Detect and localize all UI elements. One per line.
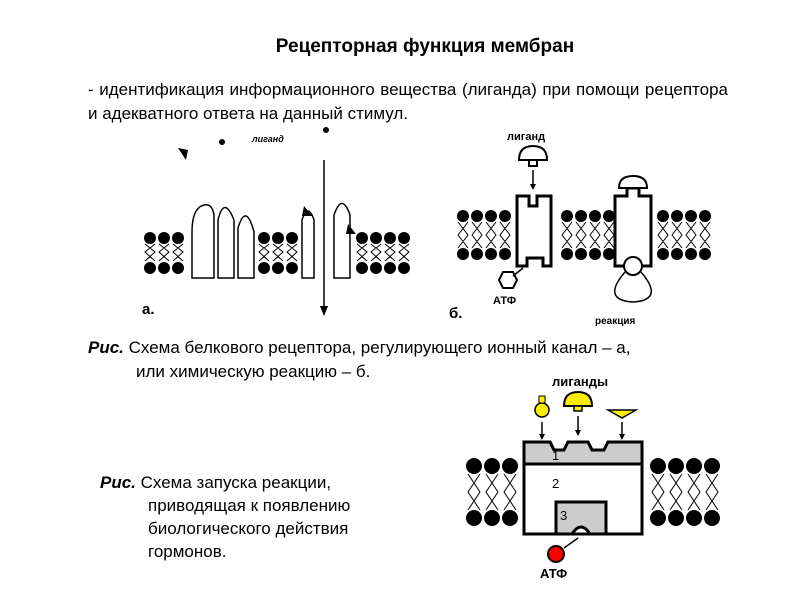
- receptor-subunit: [217, 206, 235, 279]
- subunit-number-1: 1: [552, 448, 559, 463]
- ligand-shape: [323, 127, 329, 133]
- arrow-head-icon: [530, 184, 536, 190]
- definition-text: - идентификация информационного вещества…: [88, 80, 728, 123]
- caption-prefix: Рис.: [88, 338, 124, 357]
- caption-line-1: Схема белкового рецептора, регулирующего…: [123, 338, 631, 357]
- membrane-left: [144, 232, 184, 274]
- ligand-cap: [562, 390, 594, 407]
- caption-line-2: или химическую реакцию – б.: [136, 362, 371, 381]
- ligands-label: лиганды: [552, 374, 608, 389]
- page-title: Рецепторная функция мембран: [275, 36, 575, 57]
- receptor-subunit-1: [522, 440, 644, 466]
- panel-label-a: а.: [142, 301, 155, 318]
- receptor-protein: [515, 194, 553, 268]
- arrow-head-icon: [575, 430, 581, 436]
- ligand-shape: [617, 174, 649, 189]
- arrow-head-icon: [619, 434, 625, 440]
- receptor-protein-bound: [613, 186, 653, 268]
- figure-caption-1: Рис. Схема белкового рецептора, регулиру…: [88, 336, 728, 384]
- figure-b-reaction-receptor: лиганд АТФ реакция б.: [449, 131, 711, 327]
- atp-label: АТФ: [540, 566, 567, 581]
- ligand-shape: [302, 206, 312, 216]
- panel-label-b: б.: [449, 305, 462, 322]
- atp-label: АТФ: [493, 295, 516, 307]
- membrane: [457, 210, 711, 260]
- caption-line-2: приводящая к появлению: [148, 496, 351, 515]
- receptor-subunit: [301, 210, 315, 279]
- ligand-shape: [517, 144, 549, 161]
- reaction-label: реакция: [595, 316, 636, 327]
- subunit-number-2: 2: [552, 476, 559, 491]
- ligand-shape: [219, 139, 225, 145]
- receptor-subunit-3: [554, 500, 608, 536]
- receptor-subunit: [333, 202, 351, 279]
- ligand-label: лиганд: [507, 131, 545, 143]
- ligand-triangle: [605, 409, 639, 419]
- ligand-shape: [346, 224, 356, 234]
- receptor-subunit: [191, 203, 215, 279]
- figure-a-ion-channel: лиганд а.: [142, 127, 410, 318]
- membrane-middle: [258, 232, 298, 274]
- caption-prefix: Рис.: [100, 473, 136, 492]
- arrow-head-icon: [320, 306, 328, 316]
- caption-line-3: биологического действия: [148, 519, 349, 538]
- reaction-loop-arrow: [614, 271, 652, 303]
- ligand-label: лиганд: [251, 134, 284, 144]
- atp-molecule: [497, 271, 519, 289]
- figure-caption-2: Рис. Схема запуска реакции, приводящая к…: [100, 471, 400, 563]
- ligand-shape: [178, 148, 188, 160]
- membrane-right: [356, 232, 410, 274]
- subunit-number-3: 3: [560, 508, 567, 523]
- caption-line-1: Схема запуска реакции,: [135, 473, 332, 492]
- caption-line-4: гормонов.: [148, 542, 227, 561]
- arrow-head-icon: [539, 434, 545, 440]
- membrane: [466, 458, 720, 526]
- figure-c-hormone-reaction: лиганды 1 2 3 АТФ: [466, 374, 720, 581]
- receptor-subunit: [237, 215, 255, 279]
- atp-molecule: [547, 545, 565, 563]
- ligand-round: [534, 402, 550, 418]
- substrate-shape: [623, 256, 643, 276]
